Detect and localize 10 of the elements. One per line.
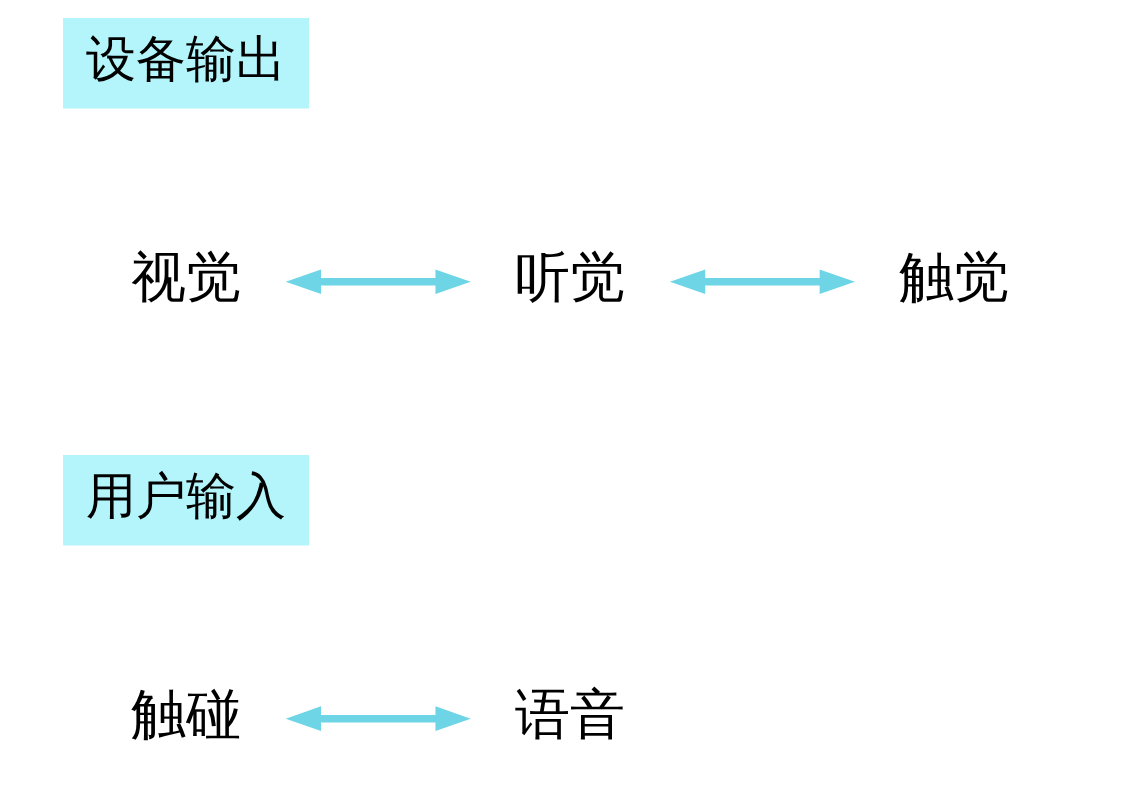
node-text: 触觉: [899, 244, 1010, 309]
label: 用户输入: [86, 465, 287, 525]
node-text: 听觉: [515, 244, 626, 309]
arrow: [669, 269, 855, 295]
node-text: 语音: [515, 681, 626, 746]
node-text: 视觉: [131, 244, 242, 309]
label: 设备输出: [86, 28, 287, 88]
arrow: [285, 706, 471, 731]
arrow: [285, 269, 471, 295]
node-text: 触碰: [131, 681, 242, 746]
